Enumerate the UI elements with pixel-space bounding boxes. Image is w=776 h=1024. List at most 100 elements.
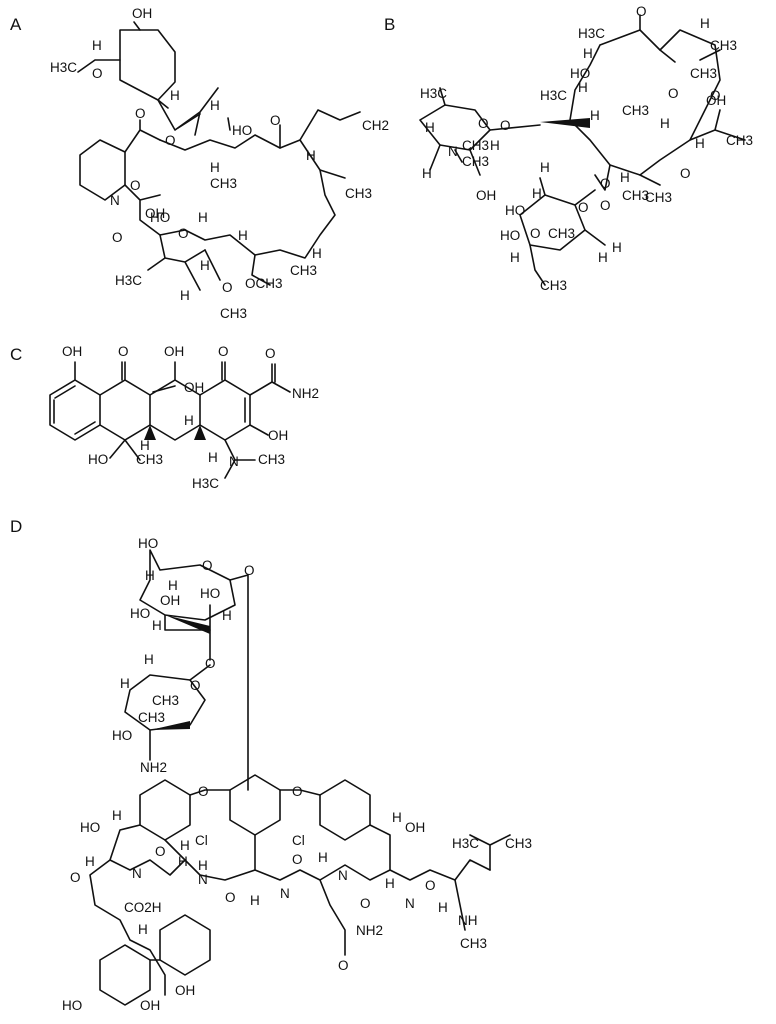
atom-label: H	[318, 850, 328, 865]
atom-label: O	[118, 344, 129, 359]
atom-label: H	[198, 210, 208, 225]
atom-label: CH3	[726, 133, 753, 148]
atom-label: CH3	[220, 306, 247, 321]
atom-label: NH2	[140, 760, 167, 775]
atom-label: HO	[80, 820, 100, 835]
atom-label: H	[92, 38, 102, 53]
atom-label: O	[338, 958, 349, 973]
atom-label: H	[170, 88, 180, 103]
atom-label: H	[700, 16, 710, 31]
atom-label: CH3	[460, 936, 487, 951]
atom-label: H	[178, 854, 188, 869]
structure-a: A OH H H3C O H	[10, 6, 389, 321]
atom-label: HO	[500, 228, 520, 243]
wedge-bond	[150, 721, 190, 730]
atom-label: H	[238, 228, 248, 243]
atom-label: CH3	[152, 693, 179, 708]
atom-label: O	[202, 558, 213, 573]
atom-label: H3C	[192, 476, 219, 491]
atom-label: H	[422, 166, 432, 181]
atom-label: H	[578, 80, 588, 95]
atom-label: HO	[138, 536, 158, 551]
panel-label-b: B	[384, 15, 395, 34]
atom-label: O	[270, 113, 281, 128]
atom-label: CH3	[138, 710, 165, 725]
atom-label: O	[578, 200, 589, 215]
atom-label: O	[135, 106, 146, 121]
atom-label: OH	[132, 6, 152, 21]
atom-label: CH3	[462, 138, 489, 153]
atom-label: O	[130, 178, 141, 193]
atom-label: O	[222, 280, 233, 295]
atom-label: H	[180, 838, 190, 853]
atom-label: H	[250, 893, 260, 908]
panel-label-a: A	[10, 15, 22, 34]
structure-b-atoms: H3C H O H HO H CH3 H3C CH3 O H CH3 O OH …	[420, 4, 753, 293]
atom-label: N	[338, 868, 348, 883]
atom-label: O	[190, 678, 201, 693]
atom-label: H3C	[115, 273, 142, 288]
atom-label: O	[112, 230, 123, 245]
atom-label: O	[425, 878, 436, 893]
atom-label: H	[425, 120, 435, 135]
atom-label: H	[112, 808, 122, 823]
atom-label: O	[155, 844, 166, 859]
wedge-bond	[165, 615, 210, 634]
atom-label: O	[92, 66, 103, 81]
atom-label: NH	[458, 913, 478, 928]
structure-a-atoms: OH H H3C O H O O HO O OH N O HO H O H O …	[50, 6, 389, 321]
atom-label: O	[360, 896, 371, 911]
atom-label: Cl	[292, 833, 305, 848]
atom-label: HO	[505, 203, 525, 218]
atom-label: N	[405, 896, 415, 911]
atom-label: H	[210, 98, 220, 113]
atom-label: HO	[232, 123, 252, 138]
atom-label: H3C	[540, 88, 567, 103]
atom-label: N	[280, 886, 290, 901]
wedge-bond	[144, 425, 156, 440]
atom-label: H	[184, 413, 194, 428]
atom-label: H	[660, 116, 670, 131]
atom-label: N	[229, 454, 239, 469]
atom-label: NH2	[356, 923, 383, 938]
atom-label: H3C	[420, 86, 447, 101]
atom-label: HO	[112, 728, 132, 743]
atom-label: O	[198, 784, 209, 799]
atom-label: H	[438, 900, 448, 915]
atom-label: H	[583, 46, 593, 61]
atom-label: O	[265, 346, 276, 361]
atom-label: CH3	[710, 38, 737, 53]
atom-label: OH	[145, 206, 165, 221]
atom-label: H	[210, 160, 220, 175]
atom-label: CH3	[345, 186, 372, 201]
atom-label: H	[532, 186, 542, 201]
atom-label: O	[710, 88, 721, 103]
atom-label: O	[668, 86, 679, 101]
atom-label: H	[620, 170, 630, 185]
atom-label: CH3	[690, 66, 717, 81]
atom-label: CH3	[540, 278, 567, 293]
atom-label: CH3	[622, 188, 649, 203]
atom-label: H	[200, 258, 210, 273]
atom-label: O	[178, 226, 189, 241]
atom-label: OH	[140, 998, 160, 1013]
structure-d: D	[10, 517, 532, 1013]
atom-label: OH	[476, 188, 496, 203]
atom-label: O	[218, 344, 229, 359]
atom-label: CH3	[548, 226, 575, 241]
atom-label: H	[144, 652, 154, 667]
atom-label: H	[695, 136, 705, 151]
atom-label: OH	[184, 380, 204, 395]
atom-label: HO	[88, 452, 108, 467]
atom-label: H	[145, 568, 155, 583]
atom-label: OH	[62, 344, 82, 359]
atom-label: HO	[62, 998, 82, 1013]
atom-label: HO	[130, 606, 150, 621]
atom-label: H	[168, 578, 178, 593]
structure-c-atoms: OH O OH O O NH2 OH OH CH3 HO H H H N CH3…	[62, 344, 319, 491]
atom-label: H	[180, 288, 190, 303]
structure-a-bonds	[77, 21, 361, 291]
atom-label: OH	[175, 983, 195, 998]
atom-label: CH3	[290, 263, 317, 278]
